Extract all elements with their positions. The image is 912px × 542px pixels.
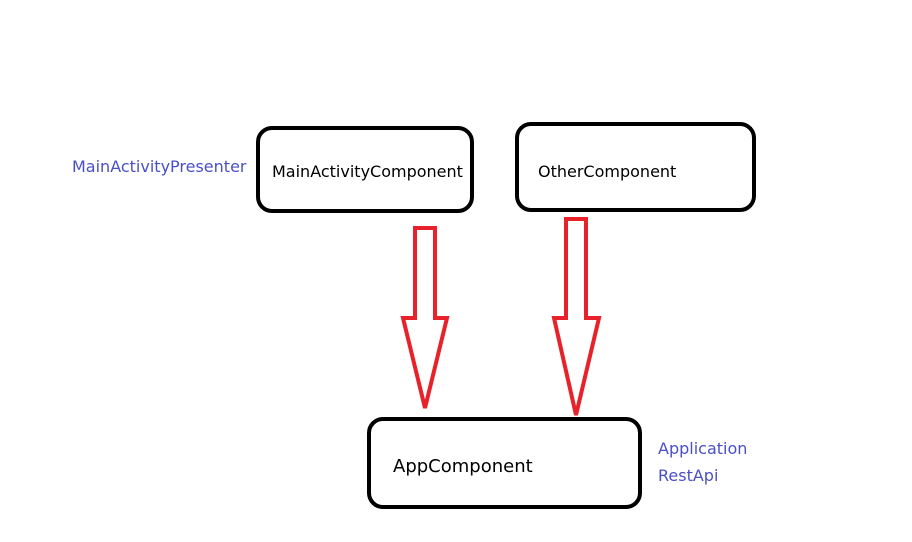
arrow-other-to-app bbox=[551, 217, 602, 416]
main-activity-component-label: MainActivityComponent bbox=[272, 162, 463, 181]
other-component-label: OtherComponent bbox=[538, 162, 677, 181]
app-component-box: AppComponent bbox=[367, 417, 642, 509]
main-activity-presenter-annotation: MainActivityPresenter bbox=[72, 157, 247, 176]
main-activity-component-box: MainActivityComponent bbox=[256, 126, 474, 213]
other-component-box: OtherComponent bbox=[515, 122, 756, 212]
arrow-main-to-app bbox=[400, 226, 450, 409]
application-annotation: Application bbox=[658, 439, 748, 458]
app-component-label: AppComponent bbox=[393, 456, 533, 477]
rest-api-annotation: RestApi bbox=[658, 466, 719, 485]
